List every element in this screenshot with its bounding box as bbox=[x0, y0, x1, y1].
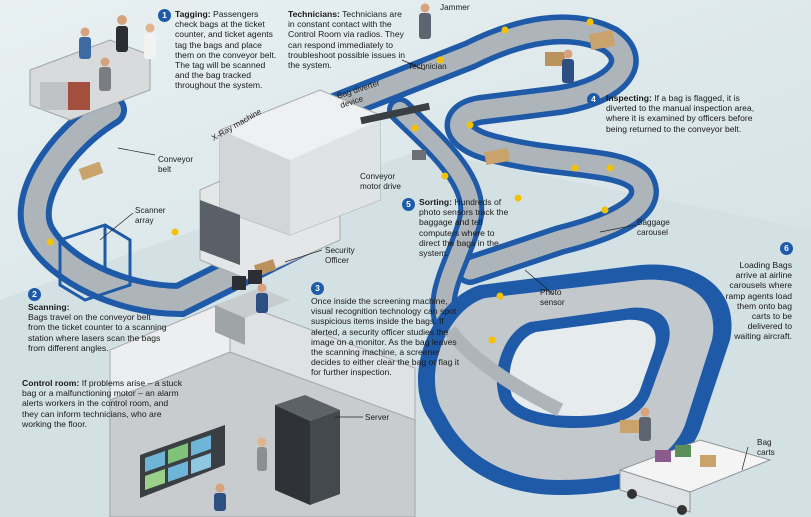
conveyor-belt bbox=[17, 14, 659, 343]
step-inspecting: Inspecting: If a bag is flagged, it is d… bbox=[606, 93, 766, 134]
step-tagging-text: Passengers check bags at the ticket coun… bbox=[175, 9, 277, 91]
step-badge-6: 6 bbox=[780, 242, 793, 255]
control-room-note: Control room: If problems arise – a stuc… bbox=[22, 378, 182, 429]
label-technician: Technician bbox=[408, 62, 447, 71]
step-tagging-title: Tagging: bbox=[175, 9, 211, 19]
step-tagging: Tagging: Passengers check bags at the ti… bbox=[175, 9, 280, 91]
step-scanning-title: Scanning: bbox=[28, 302, 70, 312]
label-scanner-array: Scanner array bbox=[135, 206, 166, 225]
step-sorting-text: Hundreds of photo sensors track the bagg… bbox=[419, 197, 509, 259]
monitor-wall bbox=[140, 425, 225, 498]
leader-lines bbox=[99, 59, 749, 471]
server-rack bbox=[275, 395, 340, 505]
step-badge-4: 4 bbox=[587, 93, 600, 106]
ticket-counter bbox=[29, 15, 156, 121]
label-photo-sensor: Photo sensor bbox=[540, 288, 565, 307]
step-badge-2: 2 bbox=[28, 288, 41, 301]
step-screening: Once inside the screening machine, visua… bbox=[311, 296, 460, 378]
step-scanning-text: Bags travel on the conveyor belt from th… bbox=[28, 312, 167, 353]
label-bag-carts: Bag carts bbox=[757, 438, 775, 457]
step-sorting-title: Sorting: bbox=[419, 197, 452, 207]
scanner-array bbox=[58, 223, 132, 302]
step-loading: Loading Bags arrive at airline carousels… bbox=[725, 260, 792, 342]
label-conveyor-motor: Conveyor motor drive bbox=[360, 172, 401, 191]
control-room bbox=[109, 299, 416, 517]
control-room-title: Control room: bbox=[22, 378, 80, 388]
technicians-title: Technicians: bbox=[288, 9, 340, 19]
bags bbox=[78, 30, 642, 433]
bag-cart bbox=[618, 439, 772, 515]
floor-workers bbox=[419, 3, 651, 441]
technicians-text: Technicians are in constant contact with… bbox=[288, 9, 406, 71]
label-conveyor-belt: Conveyor belt bbox=[158, 155, 194, 174]
bag-diverter bbox=[360, 102, 431, 125]
security-desk bbox=[215, 270, 290, 345]
label-server: Server bbox=[365, 413, 390, 422]
step-badge-3: 3 bbox=[311, 282, 324, 295]
label-security-officer: Security Officer bbox=[325, 246, 355, 265]
step-sorting: Sorting: Hundreds of photo sensors track… bbox=[419, 197, 511, 258]
label-baggage-carousel: Baggage carousel bbox=[637, 218, 670, 237]
xray-machine bbox=[199, 89, 381, 281]
motor-drive bbox=[412, 150, 426, 160]
technicians-note: Technicians: Technicians are in constant… bbox=[288, 9, 408, 70]
step-badge-1: 1 bbox=[158, 9, 171, 22]
control-room-text: If problems arise – a stuck bag or a mal… bbox=[22, 378, 182, 429]
step-inspecting-title: Inspecting: bbox=[606, 93, 652, 103]
step-badge-5: 5 bbox=[402, 198, 415, 211]
photo-sensors bbox=[46, 18, 614, 344]
label-jammer: Jammer bbox=[440, 3, 470, 12]
step-inspecting-text: If a bag is flagged, it is diverted to t… bbox=[606, 93, 755, 134]
step-scanning: Scanning:Bags travel on the conveyor bel… bbox=[28, 302, 168, 353]
